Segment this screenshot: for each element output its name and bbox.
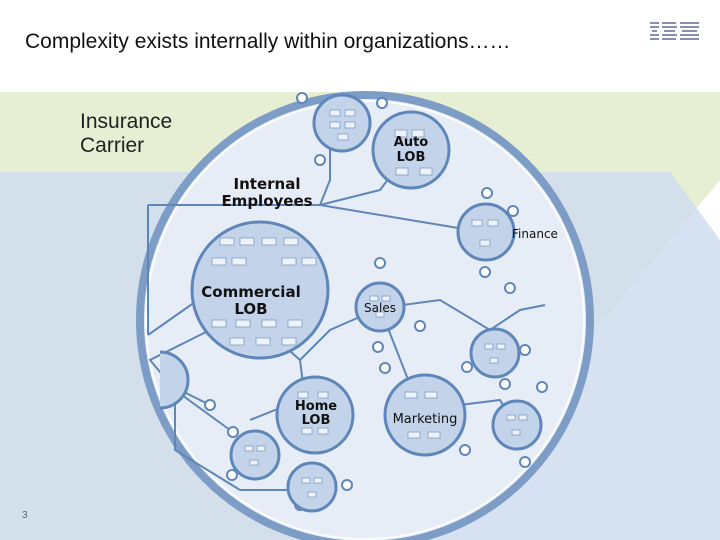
- node-left-circle: [229, 429, 281, 481]
- slide-title: Complexity exists internally within orga…: [25, 30, 511, 53]
- page-number: 3: [22, 510, 28, 521]
- node-label-commercial: Commercial LOB: [201, 283, 301, 318]
- node-sales-circle: [354, 281, 406, 333]
- node-label-auto: Auto LOB: [393, 135, 429, 165]
- insurance-carrier-label: Insurance Carrier: [80, 110, 173, 157]
- node-label-home: Home LOB: [294, 399, 338, 428]
- node-right2-circle: [491, 399, 543, 451]
- node-label-internal: Internal Employees: [221, 175, 313, 210]
- node-label-finance: Finance: [512, 227, 558, 241]
- ibm-logo: [650, 22, 699, 40]
- node-home-circle: [275, 375, 355, 455]
- flowchart-glyphs: [211, 109, 528, 498]
- node-label-sales: Sales: [364, 301, 396, 315]
- node-right1-circle: [469, 327, 521, 379]
- node-label-marketing: Marketing: [392, 412, 458, 427]
- node-top-circle: [312, 93, 372, 153]
- node-bottom-circle: [286, 461, 338, 513]
- left-edge-arc: [159, 350, 190, 410]
- node-finance-circle: [456, 202, 516, 262]
